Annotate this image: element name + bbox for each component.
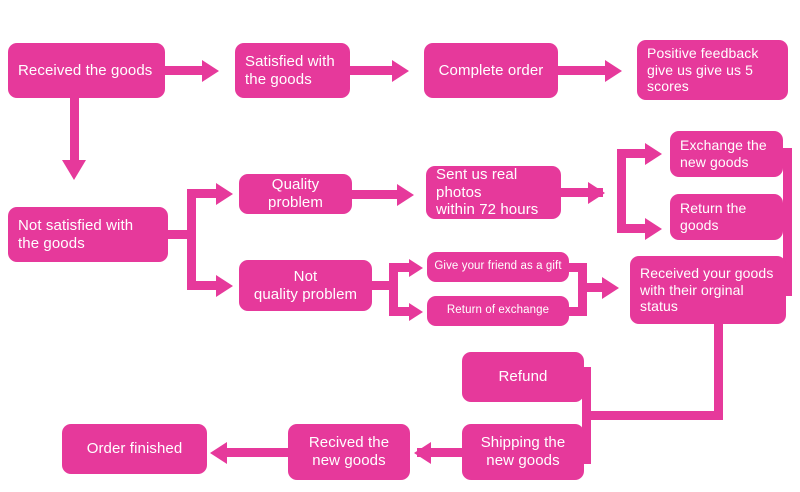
node-exchange-new-goods[interactable]: Exchange the new goods [670,131,783,177]
node-refund[interactable]: Refund [462,352,584,402]
connector-right-rail [783,148,792,296]
node-return-of-exchange[interactable]: Return of exchange [427,296,569,326]
node-quality-problem[interactable]: Quality problem [239,174,352,214]
connector-merge-to-received-original [578,283,608,292]
node-label: Received your goods with their orginal s… [640,265,774,315]
node-received-goods[interactable]: Received the goods [8,43,165,98]
arrowhead-right [588,182,605,204]
node-not-satisfied[interactable]: Not satisfied with the goods [8,207,168,262]
node-order-finished[interactable]: Order finished [62,424,207,474]
node-label: Sent us real photos within 72 hours [436,165,539,219]
node-label: Not quality problem [253,267,358,303]
arrowhead-right [202,60,219,82]
arrowhead-right [397,184,414,206]
arrowhead-left [210,442,227,464]
node-label: Quality problem [268,176,323,211]
node-shipping-new-goods[interactable]: Shipping the new goods [462,424,584,480]
connector-not-satisfied-split [187,189,196,289]
node-label: Positive feedback give us give us 5 scor… [647,45,759,95]
node-recived-new-goods[interactable]: Recived the new goods [288,424,410,480]
arrowhead-down [62,160,86,180]
node-label: Complete order [438,61,544,79]
connector-quality-to-photos [352,190,403,199]
arrowhead-right [409,303,423,321]
arrowhead-left [414,442,431,464]
connector-received-down [70,96,79,165]
arrowhead-right [216,183,233,205]
arrowhead-right [605,60,622,82]
arrowhead-right [392,60,409,82]
node-satisfied-with-goods[interactable]: Satisfied with the goods [235,43,350,98]
connector-refund-shipping-split [582,367,591,464]
connector-received-to-satisfied [165,66,207,75]
connector-to-exchange [617,149,650,158]
arrowhead-right [602,277,619,299]
node-complete-order[interactable]: Complete order [424,43,558,98]
connector-recived-to-finished [222,448,290,457]
node-label: Return of exchange [446,304,550,317]
arrowhead-right [645,143,662,165]
connector-exchange-return-split [617,149,626,233]
connector-shipping-to-recived [417,448,463,457]
node-give-friend-gift[interactable]: Give your friend as a gift [427,252,569,282]
arrowhead-right [216,275,233,297]
node-label: Shipping the new goods [480,434,566,469]
node-sent-photos[interactable]: Sent us real photos within 72 hours [426,166,561,219]
connector-complete-to-feedback [558,66,611,75]
connector-notquality-split [389,263,398,316]
node-label: Give your friend as a gift [434,260,562,273]
node-label: Exchange the new goods [680,137,767,170]
node-received-original-status[interactable]: Received your goods with their orginal s… [630,256,786,324]
node-label: Recived the new goods [308,434,390,469]
node-label: Received the goods [18,61,153,79]
connector-not-satisfied-stem [168,230,195,239]
connector-photos-to-split [561,188,603,197]
node-label: Not satisfied with the goods [18,216,134,252]
connector-to-return [617,224,650,233]
connector-received-original-down [714,322,723,420]
arrowhead-right [409,259,423,277]
arrowhead-right [645,218,662,240]
node-label: Return the goods [680,200,747,233]
connector-to-give-gift [389,263,413,272]
node-not-quality-problem[interactable]: Not quality problem [239,260,372,311]
node-label: Order finished [86,440,183,458]
node-label: Refund [498,368,548,386]
connector-notquality-stem [372,281,396,290]
node-positive-feedback[interactable]: Positive feedback give us give us 5 scor… [637,40,788,100]
connector-bottom-rail [582,411,723,420]
connector-to-return-exchange [389,307,413,316]
node-return-goods[interactable]: Return the goods [670,194,783,240]
connector-to-not-quality-problem [187,281,223,290]
node-label: Satisfied with the goods [245,52,335,88]
connector-to-quality-problem [187,189,223,198]
connector-satisfied-to-complete [350,66,398,75]
